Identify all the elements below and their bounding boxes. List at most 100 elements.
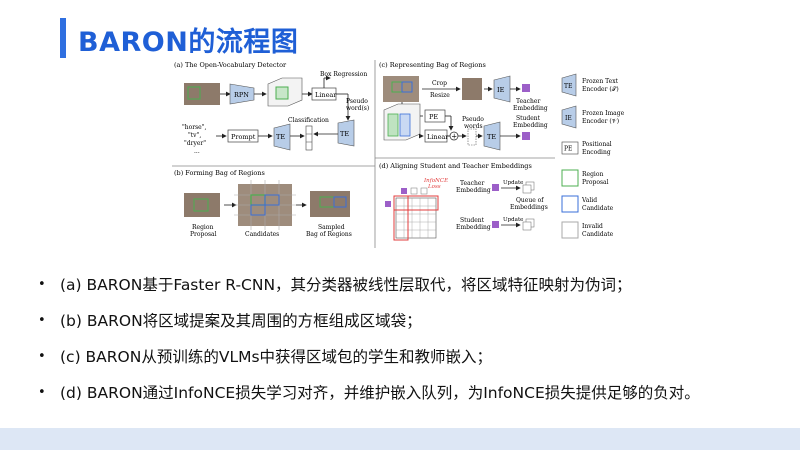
panel-a: (a) The Open-Vocabulary Detector RPN Lin… xyxy=(174,61,369,155)
sampled-label-2: Bag of Regions xyxy=(306,231,352,238)
bullet-text-c: (c) BARON从预训练的VLMs中获得区域包的学生和教师嵌入； xyxy=(60,348,493,366)
candidates-label: Candidates xyxy=(245,231,279,238)
te-block-left xyxy=(273,123,291,151)
update-label-student: Update xyxy=(503,217,523,223)
student-d-label-1: Student xyxy=(460,217,485,224)
cropped-image xyxy=(462,78,482,100)
proposal-image xyxy=(184,193,220,217)
box-regression-label: Box Regression xyxy=(320,71,367,78)
linear-label-c: Linear xyxy=(427,133,449,141)
sampled-label-1: Sampled xyxy=(318,224,345,231)
pseudo-word-tokens xyxy=(467,128,477,146)
te-label-c: TE xyxy=(487,133,496,141)
student-row-mark xyxy=(385,201,391,207)
resize-label: Resize xyxy=(430,92,450,99)
student-d-label-2: Embedding xyxy=(456,224,491,231)
teacher-d-mark xyxy=(492,184,499,191)
panel-d: (d) Aligning Student and Teacher Embeddi… xyxy=(379,162,548,241)
legend-invalid-icon xyxy=(561,221,579,239)
legend-invalid-l1: Invalid xyxy=(582,223,603,230)
linear-label: Linear xyxy=(315,91,337,99)
bullet-item-b: •(b) BARON将区域提案及其周围的方框组成区域袋； xyxy=(38,308,778,344)
legend-te-l1: Frozen Text xyxy=(582,78,619,85)
teacher-queue xyxy=(522,181,535,194)
bullet-item-a: • (a) BARON基于Faster R-CNN，其分类器被线性层取代，将区域特… xyxy=(38,272,778,308)
pseudo-words-c-1: Pseudo xyxy=(462,116,484,123)
teacher-label-2: Embedding xyxy=(513,105,548,112)
bullet-list: • (a) BARON基于Faster R-CNN，其分类器被线性层取代，将区域特… xyxy=(38,272,778,416)
legend-valid-l1: Valid xyxy=(581,197,597,204)
teacher-d-label-2: Embedding xyxy=(456,187,491,194)
bullet-marker: • xyxy=(38,385,46,400)
legend-pe: PE xyxy=(564,146,572,153)
infonce-label-1: InfoNCE xyxy=(423,178,448,184)
region-proposal-label-1: Region xyxy=(192,224,213,231)
panel-a-title: (a) The Open-Vocabulary Detector xyxy=(174,61,287,69)
student-label-2: Embedding xyxy=(513,122,548,129)
legend-ie: IE xyxy=(565,115,572,122)
legend: TE Frozen Text Encoder (𝒯) IE Frozen Ima… xyxy=(561,73,625,239)
classification-label: Classification xyxy=(288,117,329,124)
ie-label: IE xyxy=(497,86,505,94)
queue-label-2: Embeddings xyxy=(510,204,548,211)
sampled-image xyxy=(310,191,350,217)
rpn-block xyxy=(229,83,255,105)
bullet-marker: • xyxy=(38,313,46,328)
student-embedding-mark xyxy=(522,132,530,140)
te-block-right xyxy=(337,119,355,147)
class-name-2: "dryer" xyxy=(184,140,206,147)
student-queue xyxy=(522,218,535,231)
pseudo-words-c-2: words xyxy=(464,123,483,130)
teacher-label-1: Teacher xyxy=(516,98,540,105)
update-label-teacher: Update xyxy=(503,180,523,186)
legend-region-icon xyxy=(561,169,579,187)
class-name-3: ... xyxy=(194,148,200,155)
legend-region-l1: Region xyxy=(582,171,603,178)
legend-pe-icon xyxy=(561,141,579,155)
footer-band xyxy=(0,428,800,450)
classification-score-bar xyxy=(305,125,313,151)
ie-block xyxy=(493,75,511,103)
legend-ie-l1: Frozen Image xyxy=(582,110,625,117)
legend-te-l2: Encoder (𝒯) xyxy=(582,86,619,93)
te-label-right: TE xyxy=(340,130,349,138)
student-d-mark xyxy=(492,221,499,228)
bullet-marker: • xyxy=(38,349,46,364)
legend-valid-icon xyxy=(561,195,579,213)
bullet-item-c: • (c) BARON从预训练的VLMs中获得区域包的学生和教师嵌入； xyxy=(38,344,778,380)
class-name-1: "tv", xyxy=(188,132,201,139)
legend-region-l2: Proposal xyxy=(582,179,609,186)
legend-invalid-l2: Candidate xyxy=(582,231,614,238)
plus-label: + xyxy=(451,133,457,141)
teacher-embedding-mark xyxy=(522,84,530,92)
prompt-label: Prompt xyxy=(231,133,256,141)
similarity-matrix xyxy=(393,195,439,241)
queue-label-1: Queue of xyxy=(516,197,544,204)
baron-pipeline-figure: (a) The Open-Vocabulary Detector RPN Lin… xyxy=(172,60,625,248)
pseudo-words-label-2: word(s) xyxy=(346,105,369,112)
te-label-left: TE xyxy=(276,133,285,141)
legend-valid-l2: Candidate xyxy=(582,205,614,212)
class-name-0: "horse", xyxy=(182,124,206,131)
panel-d-title: (d) Aligning Student and Teacher Embeddi… xyxy=(379,162,532,170)
pseudo-words-label-1: Pseudo xyxy=(346,98,368,105)
legend-te: TE xyxy=(564,83,572,90)
bag-image xyxy=(383,76,419,102)
infonce-label-2: Loss xyxy=(427,184,441,190)
bullet-text-a: (a) BARON基于Faster R-CNN，其分类器被线性层取代，将区域特征… xyxy=(60,276,632,294)
bullet-item-d: • (d) BARON通过InfoNCE损失学习对齐，并维护嵌入队列，为InfoN… xyxy=(38,380,778,416)
input-image xyxy=(184,83,220,105)
legend-ie-l2: Encoder (𝒱) xyxy=(582,118,619,125)
panel-b-title: (b) Forming Bag of Regions xyxy=(174,169,265,177)
legend-pe-l1: Positional xyxy=(582,141,612,148)
bullet-marker: • xyxy=(38,277,46,292)
legend-ie-icon xyxy=(561,105,577,129)
bullet-text-d: (d) BARON通过InfoNCE损失学习对齐，并维护嵌入队列，为InfoNC… xyxy=(60,384,700,402)
student-label-1: Student xyxy=(516,115,541,122)
te-block-c xyxy=(483,121,501,151)
page-title: BARON的流程图 xyxy=(78,27,299,58)
teacher-col-mark xyxy=(401,188,407,194)
title-accent-bar xyxy=(60,18,66,58)
legend-pe-l2: Encoding xyxy=(582,149,611,156)
legend-te-icon xyxy=(561,73,577,97)
